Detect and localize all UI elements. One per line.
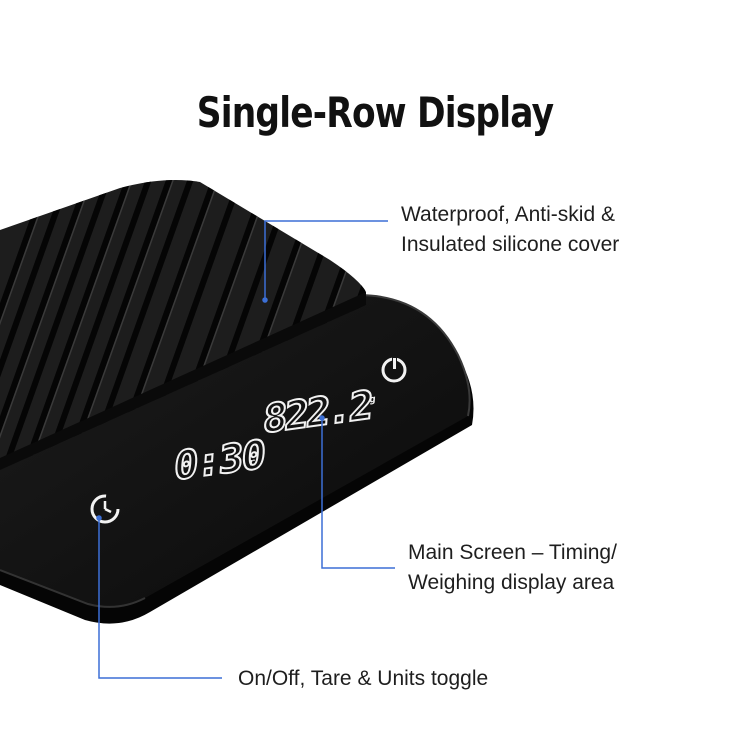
timer-icon[interactable] (90, 494, 120, 524)
weight-unit: g (369, 394, 376, 406)
callout-silicone-cover: Waterproof, Anti-skid & Insulated silico… (401, 200, 619, 260)
leader-line-button (98, 518, 222, 679)
callout-button-line1: On/Off, Tare & Units toggle (238, 667, 489, 690)
leader-lines (96, 220, 395, 679)
leader-line-cover (264, 220, 388, 300)
page-title: Single-Row Display (196, 88, 554, 137)
timer-unit: r (249, 457, 256, 469)
leader-line-screen (321, 418, 395, 569)
callout-cover-line1: Waterproof, Anti-skid & (401, 203, 615, 226)
callout-main-screen: Main Screen – Timing/ Weighing display a… (408, 538, 617, 598)
scale-body (0, 294, 474, 624)
callout-cover-line2: Insulated silicone cover (401, 233, 620, 256)
callout-button: On/Off, Tare & Units toggle (238, 664, 488, 694)
callout-screen-line1: Main Screen – Timing/ (408, 541, 617, 564)
power-icon[interactable] (381, 356, 407, 383)
callout-screen-line2: Weighing display area (408, 571, 615, 594)
